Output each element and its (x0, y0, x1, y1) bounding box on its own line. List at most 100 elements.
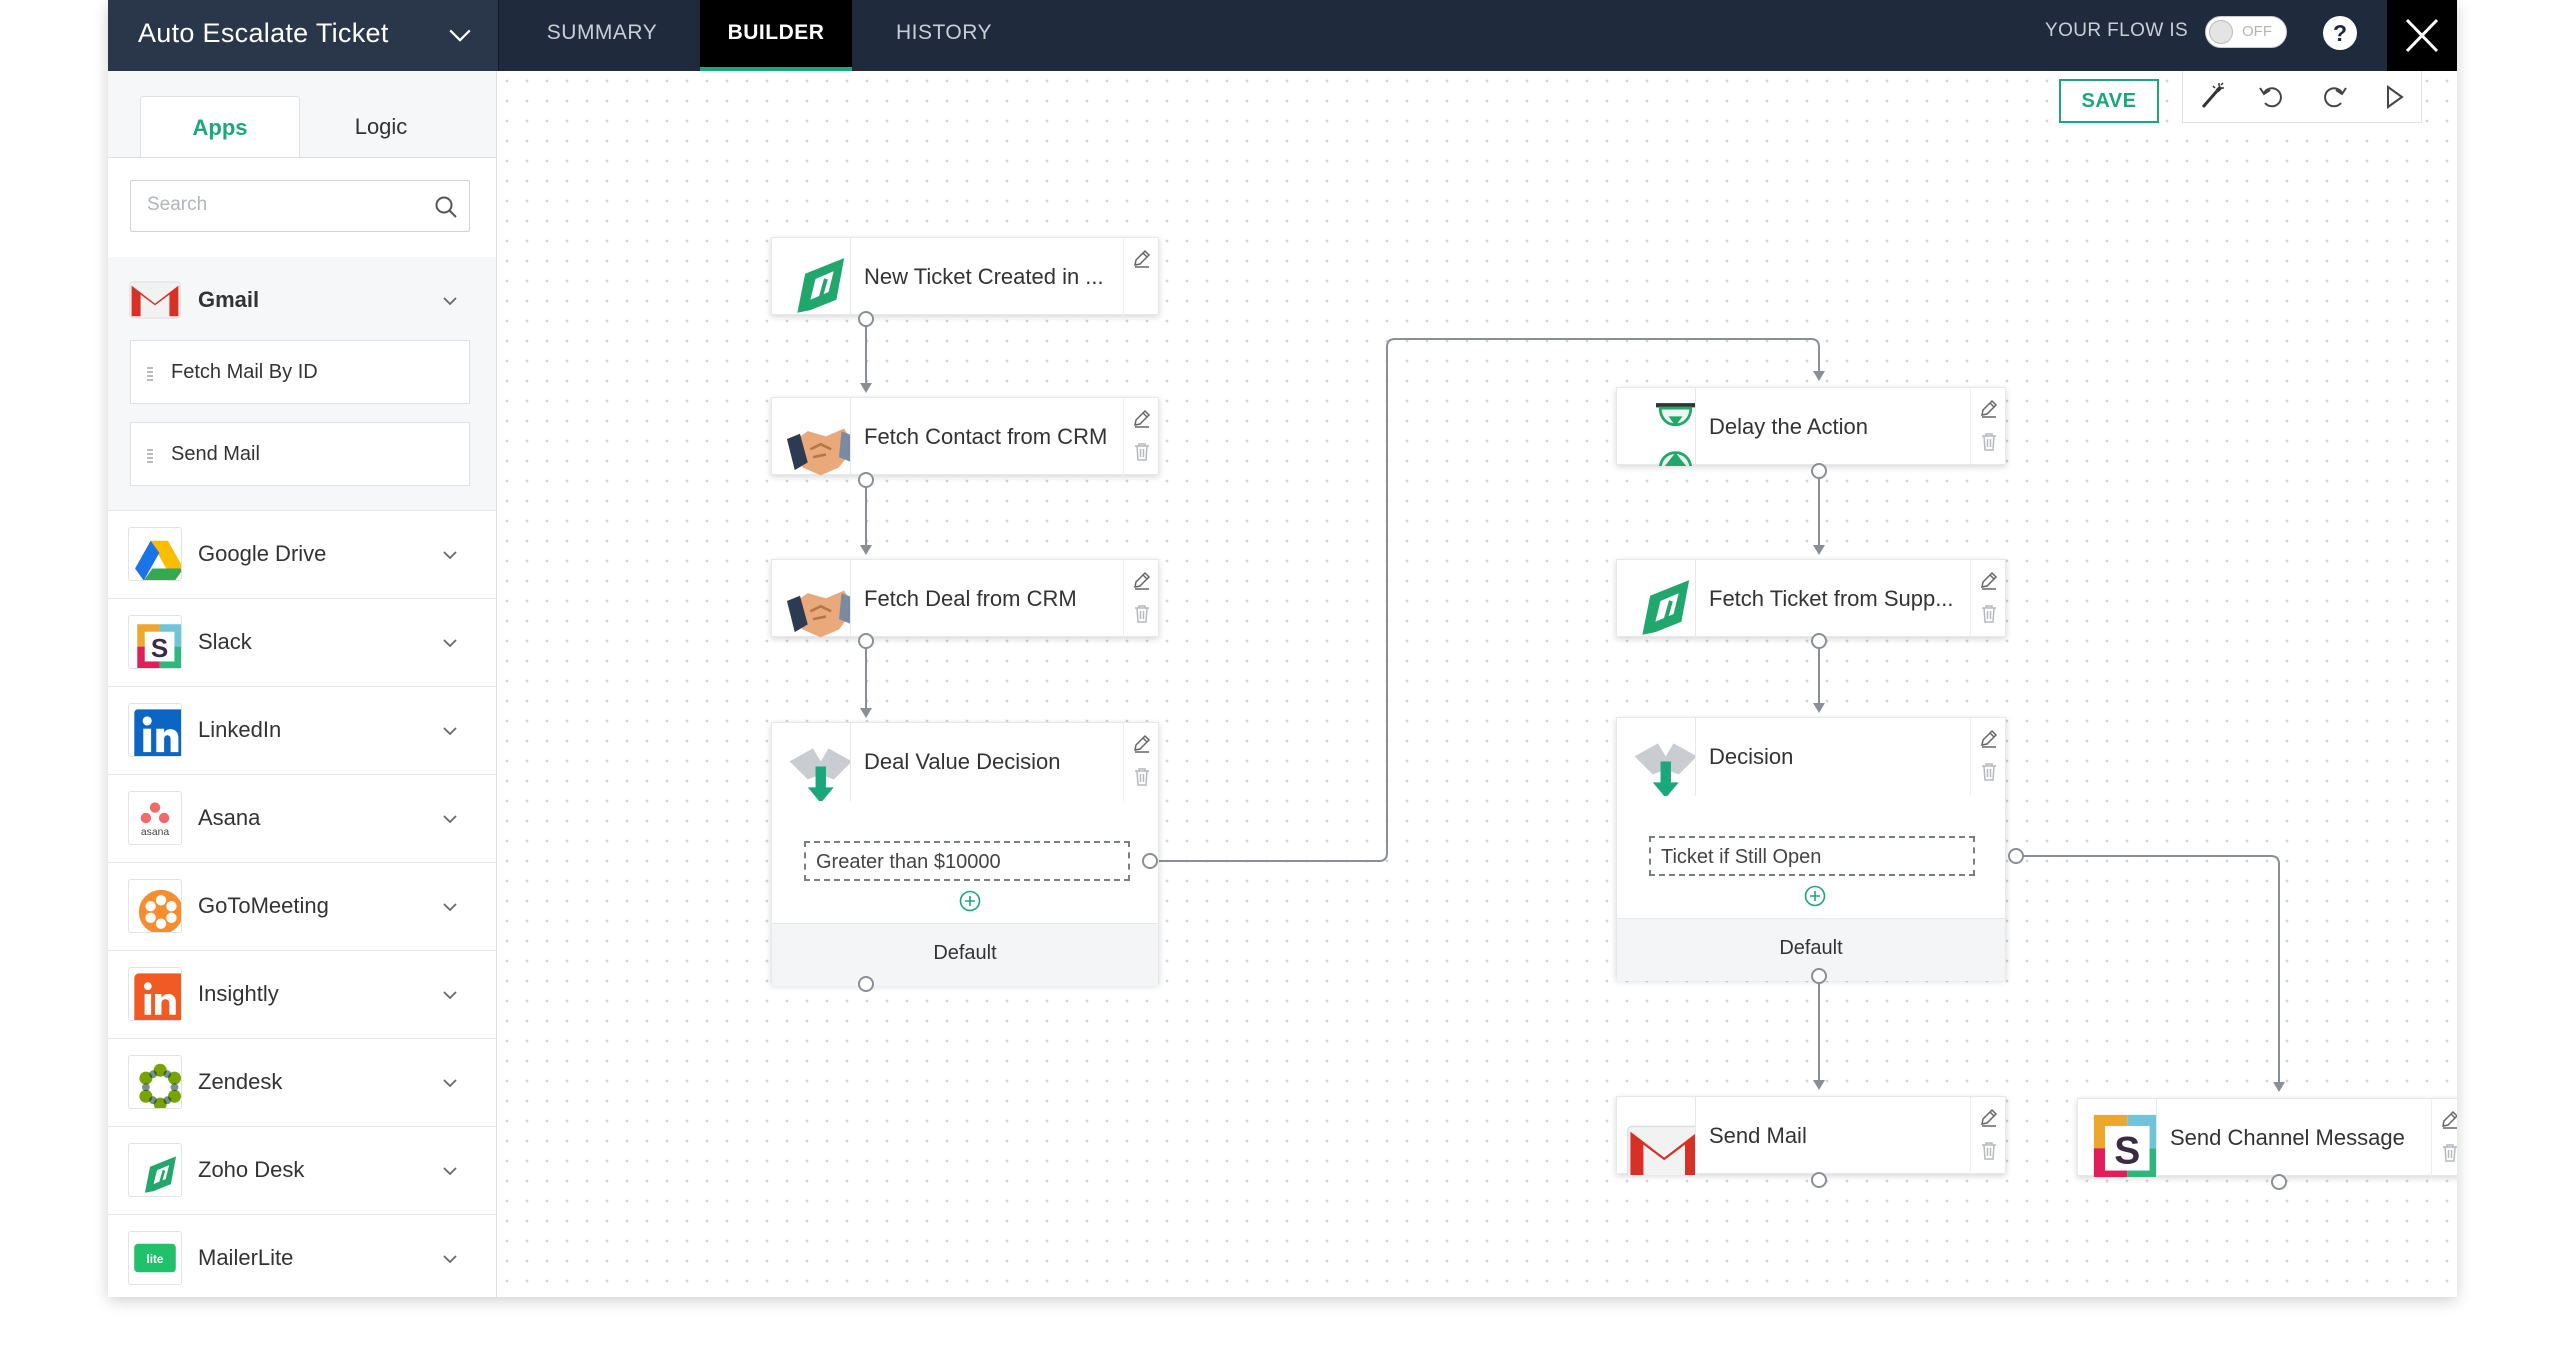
sidebar-app-google-drive[interactable]: Google Drive (108, 510, 496, 599)
node-actions (1970, 1097, 2005, 1175)
sidebar-tab-logic[interactable]: Logic (354, 114, 408, 139)
save-button[interactable]: SAVE (2059, 79, 2159, 123)
sidebar-app-slack[interactable]: Slack (108, 598, 496, 687)
sidebar-app-linkedin[interactable]: LinkedIn (108, 686, 496, 775)
undo-icon[interactable] (2247, 77, 2297, 117)
chevron-down-icon[interactable] (440, 291, 460, 311)
node-label: Decision (1709, 744, 1794, 769)
search-box[interactable] (130, 180, 470, 232)
node-label: Deal Value Decision (864, 749, 1061, 774)
chevron-down-icon[interactable] (440, 809, 460, 829)
action-send-mail[interactable]: Send Mail (130, 422, 470, 486)
node-deal-value-decision[interactable]: Deal Value Decision Greater than $10000 … (771, 722, 1159, 986)
default-output-port[interactable] (1811, 968, 1827, 984)
sidebar-tab-apps[interactable]: Apps (140, 96, 300, 158)
node-label: Fetch Deal from CRM (864, 586, 1077, 611)
node-fetch-contact[interactable]: Fetch Contact from CRM (771, 397, 1159, 475)
edit-icon[interactable] (1979, 398, 1999, 418)
chevron-down-icon[interactable] (440, 1249, 460, 1269)
node-decision[interactable]: Decision Ticket if Still Open Default (1616, 717, 2006, 981)
node-output-port[interactable] (858, 311, 874, 327)
node-send-channel-message[interactable]: Send Channel Message (2077, 1098, 2457, 1176)
sidebar-app-insightly[interactable]: Insightly (108, 950, 496, 1039)
chevron-down-icon (449, 29, 471, 42)
condition-output-port[interactable] (1142, 853, 1158, 869)
chevron-down-icon[interactable] (440, 897, 460, 917)
drag-handle-icon[interactable] (147, 449, 153, 463)
edit-icon[interactable] (1132, 248, 1152, 268)
edit-icon[interactable] (1132, 733, 1152, 753)
trash-icon[interactable] (1133, 604, 1151, 624)
condition-branch[interactable]: Greater than $10000 (804, 841, 1130, 881)
add-condition-icon[interactable] (1803, 884, 1827, 908)
trash-icon[interactable] (1980, 762, 1998, 782)
flow-status-label: YOUR FLOW IS (2045, 20, 2189, 41)
add-condition-icon[interactable] (958, 889, 982, 913)
node-delay-action[interactable]: Delay the Action (1616, 387, 2006, 465)
sidebar-app-zoho-desk[interactable]: Zoho Desk (108, 1126, 496, 1215)
sidebar-app-asana[interactable]: asana Asana (108, 774, 496, 863)
drag-handle-icon[interactable] (147, 367, 153, 381)
flow-canvas[interactable]: SAVE New Ticket Created in ... Fetch Con… (497, 71, 2457, 1297)
magic-wand-icon[interactable] (2187, 77, 2237, 117)
edit-icon[interactable] (2440, 1109, 2457, 1129)
action-label: Fetch Mail By ID (171, 361, 318, 383)
sidebar-app-mailerlite[interactable]: lite MailerLite (108, 1214, 496, 1297)
search-icon[interactable] (433, 194, 459, 220)
edit-icon[interactable] (1979, 570, 1999, 590)
trash-icon[interactable] (1133, 767, 1151, 787)
sidebar-app-zendesk[interactable]: Zendesk (108, 1038, 496, 1127)
chevron-down-icon[interactable] (440, 633, 460, 653)
chevron-down-icon[interactable] (440, 1161, 460, 1181)
node-new-ticket-trigger[interactable]: New Ticket Created in ... (771, 237, 1159, 316)
tab-builder[interactable]: BUILDER (700, 0, 852, 71)
chevron-down-icon[interactable] (440, 1073, 460, 1093)
svg-text:asana: asana (141, 827, 170, 838)
trash-icon[interactable] (1980, 604, 1998, 624)
node-actions (1123, 398, 1158, 476)
condition-branch[interactable]: Ticket if Still Open (1649, 836, 1975, 876)
chevron-down-icon[interactable] (440, 721, 460, 741)
chevron-down-icon[interactable] (440, 545, 460, 565)
action-fetch-mail-by-id[interactable]: Fetch Mail By ID (130, 340, 470, 404)
chevron-down-icon[interactable] (440, 985, 460, 1005)
sidebar-app-gotomeeting[interactable]: GoToMeeting (108, 862, 496, 951)
default-branch[interactable]: Default (772, 923, 1158, 986)
sidebar-app-gmail[interactable]: Gmail (108, 257, 496, 345)
edit-icon[interactable] (1132, 570, 1152, 590)
node-output-port[interactable] (858, 633, 874, 649)
node-fetch-ticket[interactable]: Fetch Ticket from Supp... (1616, 559, 2006, 638)
search-input[interactable] (145, 193, 419, 217)
close-button[interactable] (2387, 0, 2457, 71)
zoho-desk-icon (772, 238, 851, 316)
tab-summary[interactable]: SUMMARY (546, 21, 658, 44)
edit-icon[interactable] (1132, 408, 1152, 428)
redo-icon[interactable] (2309, 77, 2359, 117)
apps-panel: Gmail Fetch Mail By ID Send Mail Google … (108, 157, 496, 1297)
node-output-port[interactable] (1811, 633, 1827, 649)
node-send-mail[interactable]: Send Mail (1616, 1096, 2006, 1174)
node-fetch-deal[interactable]: Fetch Deal from CRM (771, 559, 1159, 637)
toggle-knob (2209, 20, 2233, 44)
trash-icon[interactable] (1133, 442, 1151, 462)
play-icon[interactable] (2369, 77, 2419, 117)
node-label: Send Channel Message (2170, 1125, 2405, 1150)
hourglass-icon (1617, 388, 1696, 466)
node-output-port[interactable] (1811, 463, 1827, 479)
node-output-port[interactable] (858, 472, 874, 488)
toggle-state-text: OFF (2242, 23, 2272, 40)
edit-icon[interactable] (1979, 728, 1999, 748)
default-output-port[interactable] (858, 976, 874, 992)
tab-history[interactable]: HISTORY (895, 21, 993, 44)
trash-icon[interactable] (1980, 432, 1998, 452)
flow-status-toggle[interactable]: OFF (2205, 16, 2287, 48)
edit-icon[interactable] (1979, 1107, 1999, 1127)
default-branch[interactable]: Default (1617, 918, 2005, 981)
node-output-port[interactable] (2271, 1174, 2287, 1190)
condition-output-port[interactable] (2008, 848, 2024, 864)
node-output-port[interactable] (1811, 1172, 1827, 1188)
trash-icon[interactable] (2441, 1143, 2457, 1163)
trash-icon[interactable] (1980, 1141, 1998, 1161)
flow-title-dropdown[interactable]: Auto Escalate Ticket (108, 0, 499, 71)
help-icon[interactable]: ? (2323, 16, 2357, 50)
